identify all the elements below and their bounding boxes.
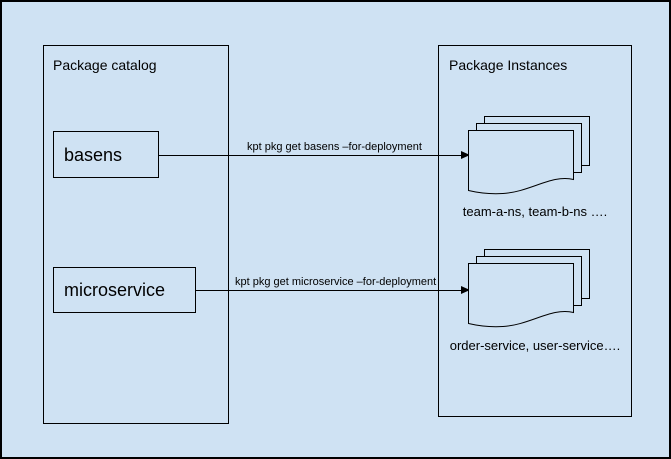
package-box-microservice: microservice bbox=[53, 267, 196, 313]
package-label-microservice: microservice bbox=[64, 280, 166, 300]
arrow-line-basens bbox=[159, 155, 462, 156]
package-box-basens: basens bbox=[53, 131, 159, 178]
instance-names-caption-2: order-service, user-service…. bbox=[449, 338, 621, 353]
package-catalog-title: Package catalog bbox=[53, 57, 157, 73]
instance-names-caption-1: team-a-ns, team-b-ns …. bbox=[462, 204, 608, 219]
package-instances-box: Package Instances bbox=[438, 45, 632, 417]
command-label-microservice: kpt pkg get microservice –for-deployment bbox=[235, 276, 437, 288]
document-stack-icon bbox=[468, 249, 590, 328]
command-label-basens: kpt pkg get basens –for-deployment bbox=[247, 141, 422, 153]
arrow-head-basens bbox=[461, 151, 470, 159]
package-instances-title: Package Instances bbox=[449, 57, 568, 73]
arrow-line-microservice bbox=[196, 290, 462, 291]
package-label-basens: basens bbox=[64, 144, 123, 165]
arrow-head-microservice bbox=[461, 286, 470, 294]
document-stack-icon bbox=[468, 116, 590, 195]
package-catalog-box: Package catalog bbox=[43, 45, 229, 424]
